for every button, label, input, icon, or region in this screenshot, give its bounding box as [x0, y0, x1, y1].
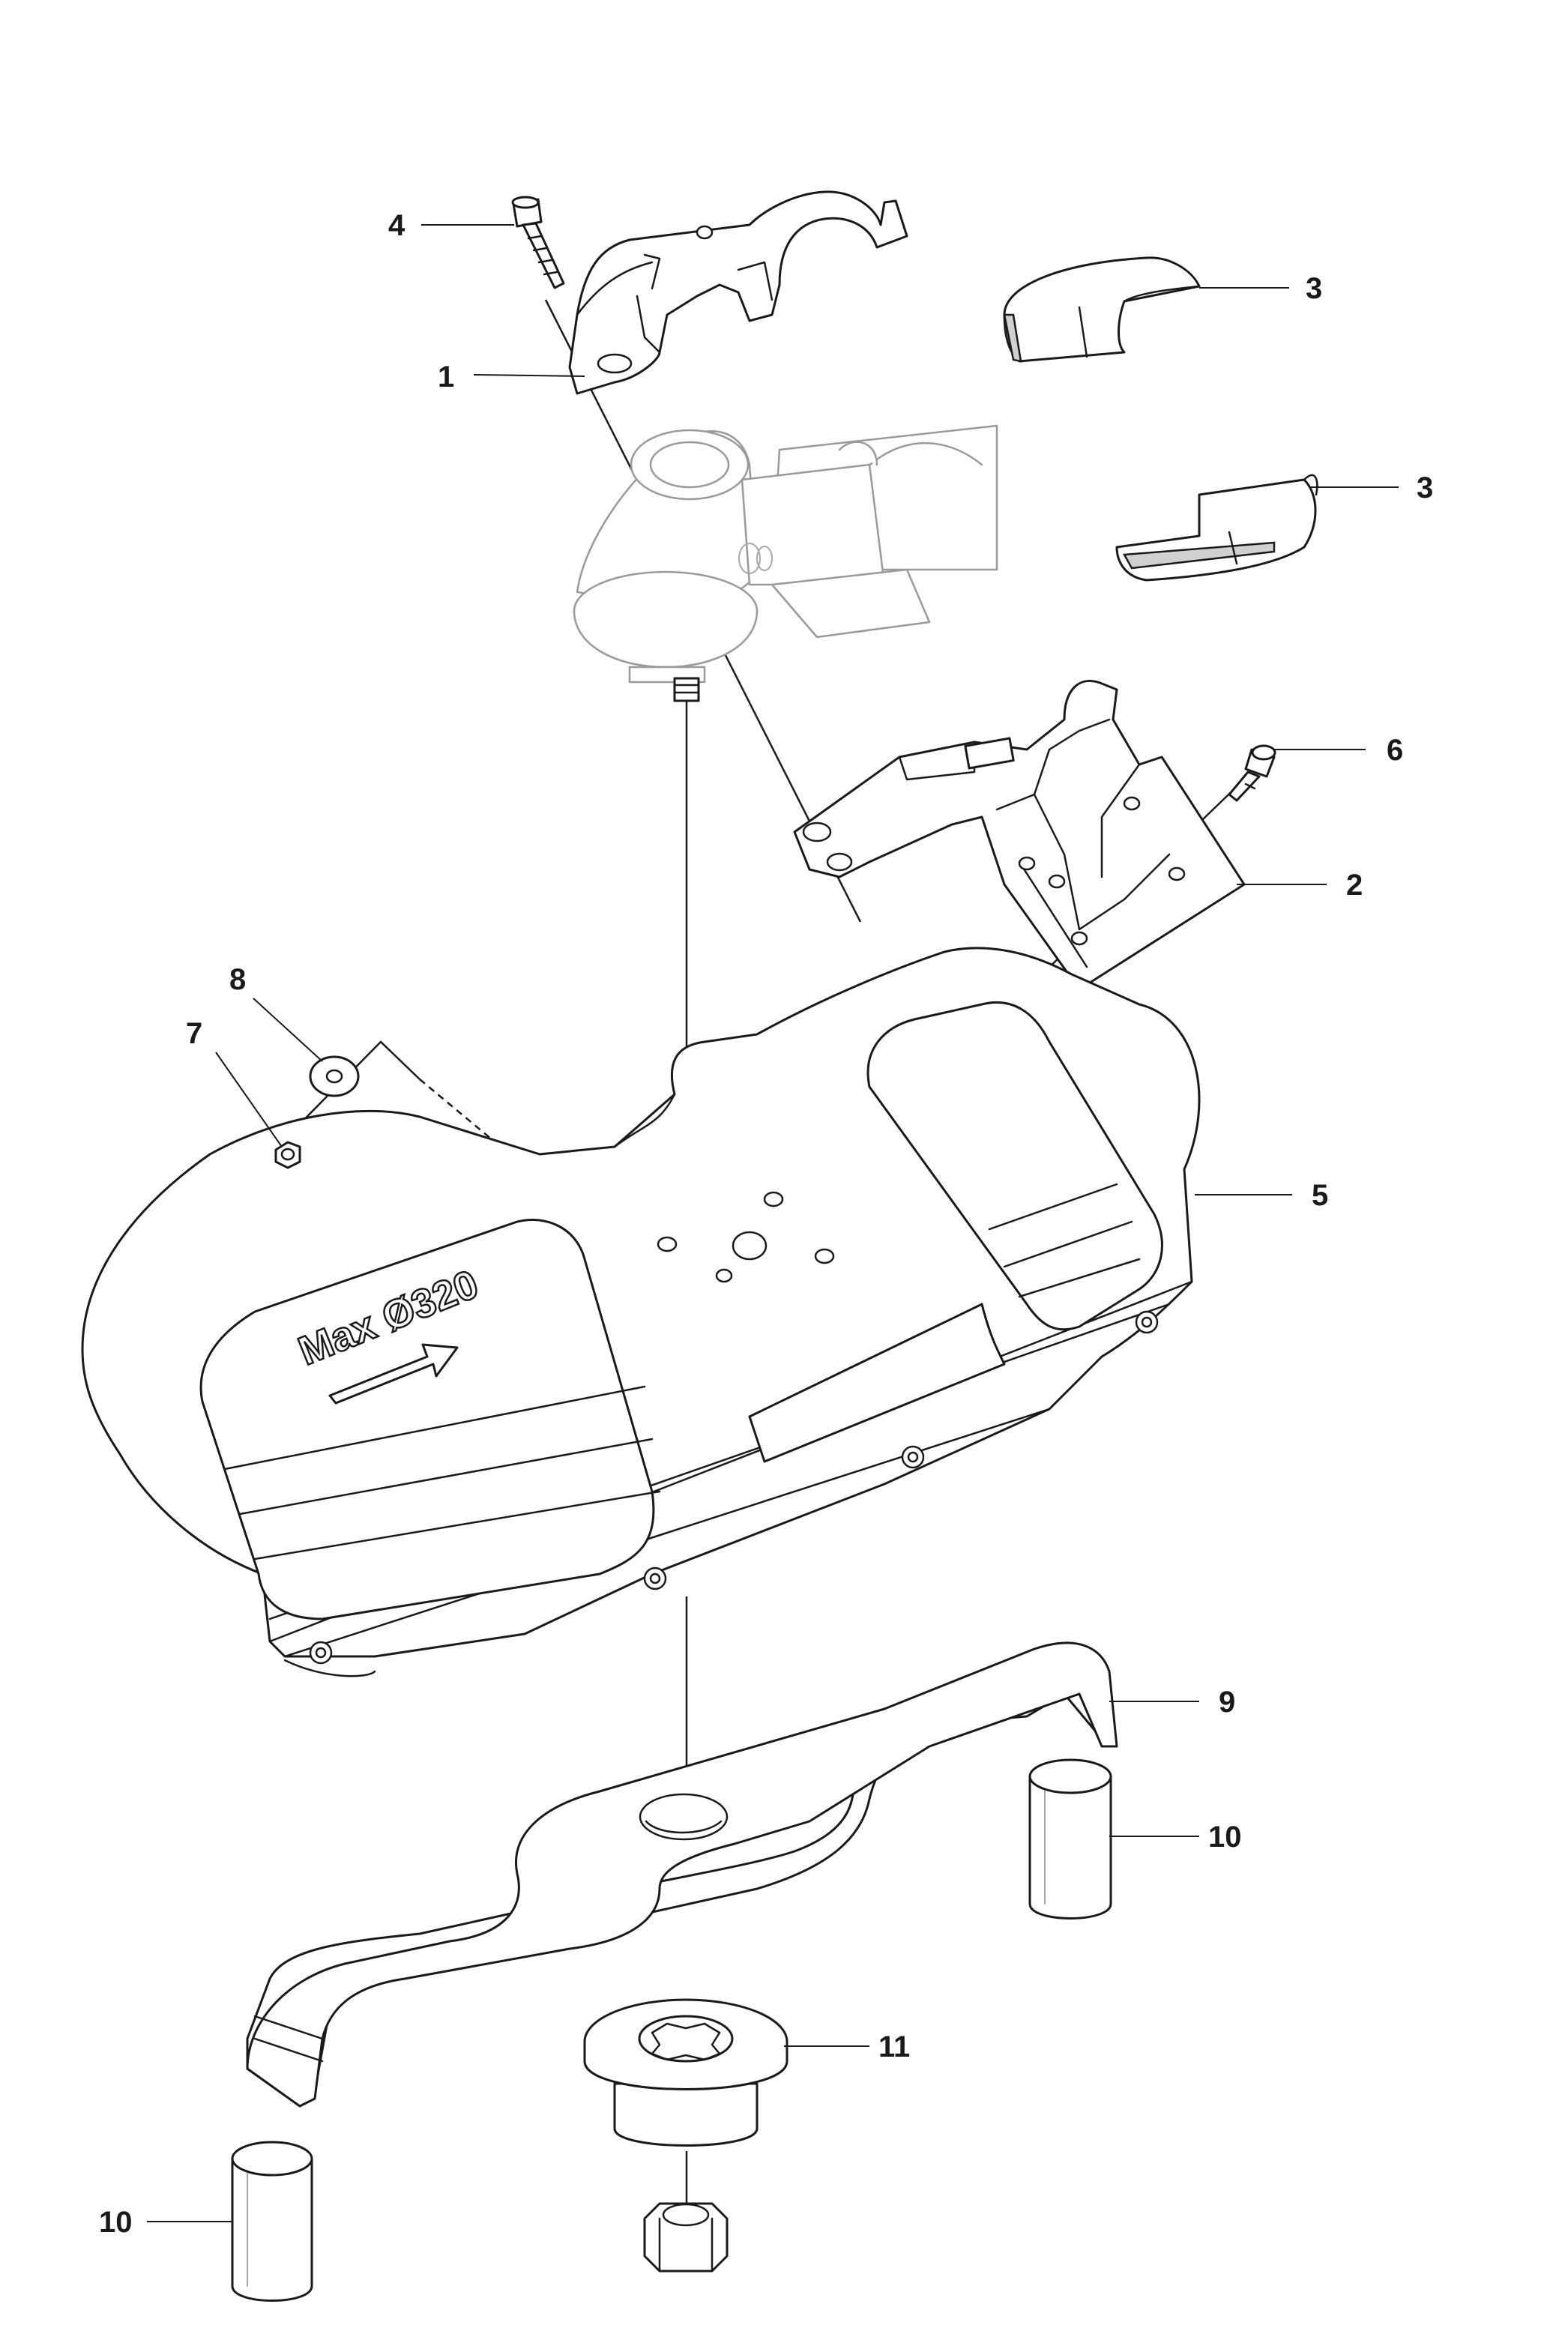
leader-1: [473, 374, 585, 377]
gear-head-reference: [573, 424, 998, 684]
callout-2: 2: [1346, 869, 1363, 902]
part-1-upper-clamp: [568, 190, 908, 395]
callout-6: 6: [1387, 734, 1403, 767]
part-4-screw: [511, 196, 565, 289]
part-9-blade: [246, 1641, 1118, 2108]
callout-8: 8: [229, 963, 246, 996]
part-8-washer: [309, 1055, 360, 1097]
part-11-blade-nut: [583, 1998, 788, 2147]
part-3-lower-shell: [1115, 474, 1318, 582]
leader-7: [215, 1052, 283, 1148]
part-11-bottom-nut: [643, 2202, 729, 2273]
leader-8: [253, 998, 323, 1062]
callout-4: 4: [388, 209, 405, 242]
part-6-screw: [1228, 744, 1276, 802]
part-5-guard: Max Ø320: [81, 947, 1201, 1677]
part-3-upper-shell: [1003, 256, 1201, 363]
callout-1: 1: [438, 361, 454, 393]
callout-7: 7: [186, 1017, 202, 1050]
callout-11: 11: [878, 2030, 910, 2063]
callout-10-lower: 10: [99, 2206, 133, 2239]
gear-head-thread: [673, 677, 700, 702]
callout-5: 5: [1312, 1179, 1328, 1212]
callout-9: 9: [1219, 1686, 1235, 1719]
part-10-sleeve-upper: [1028, 1758, 1112, 1920]
part-2-bracket: [793, 680, 1246, 991]
part-10-sleeve-lower: [231, 2141, 313, 2302]
callout-3-upper: 3: [1306, 272, 1322, 305]
nut-axis-line: [277, 1040, 420, 1148]
part-7-nut: [274, 1141, 301, 1169]
direction-arrow-icon: [328, 1343, 459, 1405]
callout-10-upper: 10: [1208, 1821, 1242, 1854]
callout-3-lower: 3: [1417, 471, 1433, 504]
